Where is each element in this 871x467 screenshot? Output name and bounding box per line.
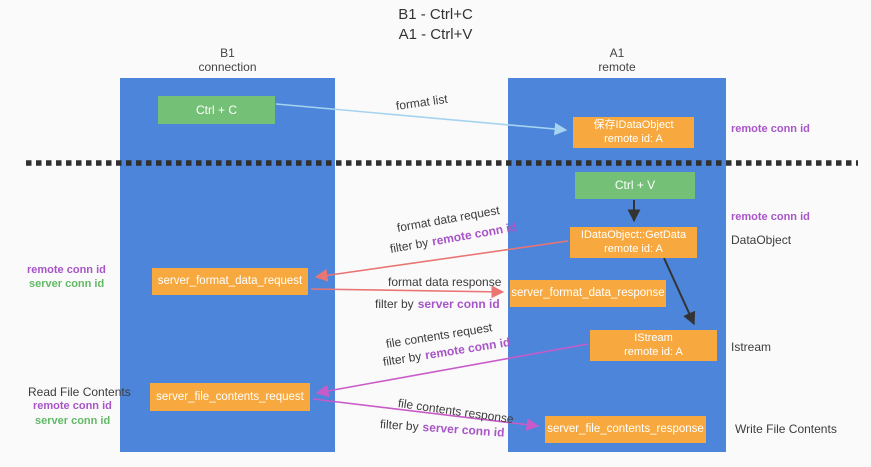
server-format-data-request-label: server_format_data_request <box>157 275 303 288</box>
right-column-header: A1 remote <box>508 46 726 74</box>
istream-remote-id: remote id: A <box>624 345 683 358</box>
server-file-contents-response-label: server_file_contents_response <box>547 423 704 436</box>
left-remote-conn-id-tag-1: remote conn id <box>27 264 106 276</box>
left-column-name: B1 <box>220 46 235 60</box>
format-list-label: format list <box>395 91 449 113</box>
save-idataobject-box: 保存IDataObject remote id: A <box>573 117 694 148</box>
right-column-role: remote <box>598 60 636 74</box>
server-format-data-response-label: server_format_data_response <box>511 287 665 300</box>
title-line-a1: A1 - Ctrl+V <box>398 26 473 43</box>
server-format-data-response-box: server_format_data_response <box>510 280 666 307</box>
getdata-label: IDataObject::GetData <box>580 228 687 241</box>
left-server-conn-id-tag-1: server conn id <box>29 278 105 290</box>
server-format-data-request-box: server_format_data_request <box>152 268 308 295</box>
format-data-response-arrow <box>310 285 505 299</box>
filter-by-text: filter by <box>375 297 414 311</box>
format-data-response-label: format data response <box>388 275 502 289</box>
save-idataobject-remote-id: remote id: A <box>604 132 663 145</box>
filter-by-text: filter by <box>381 349 423 369</box>
ctrl-c-box: Ctrl + C <box>158 96 275 124</box>
filter-by-text: filter by <box>379 417 420 434</box>
left-server-conn-id-tag-2: server conn id <box>35 415 111 427</box>
title-line-b1: B1 - Ctrl+C <box>398 6 473 23</box>
left-remote-conn-id-tag-2: remote conn id <box>33 400 112 412</box>
read-file-contents-annotation: Read File Contents <box>28 385 131 399</box>
getdata-remote-id: remote id: A <box>604 242 663 255</box>
diagram-title: B1 - Ctrl+C A1 - Ctrl+V <box>0 5 871 45</box>
right-column-name: A1 <box>609 46 625 60</box>
write-file-contents-annotation: Write File Contents <box>735 422 837 436</box>
filter-by-text: filter by <box>388 235 430 256</box>
left-column-header: B1 connection <box>120 46 335 74</box>
left-column-role: connection <box>198 60 257 74</box>
istream-annotation: Istream <box>731 340 772 354</box>
ctrl-c-label: Ctrl + C <box>195 102 237 117</box>
ctrl-v-box: Ctrl + V <box>575 172 695 199</box>
right-remote-conn-id-tag-2: remote conn id <box>731 211 810 223</box>
right-remote-conn-id-tag-1: remote conn id <box>731 123 810 135</box>
server-file-contents-request-label: server_file_contents_request <box>156 390 304 403</box>
server-conn-id-text: server conn id <box>417 297 500 311</box>
dataobject-annotation: DataObject <box>731 233 792 247</box>
server-file-contents-response-box: server_file_contents_response <box>545 416 706 443</box>
save-idataobject-label: 保存IDataObject <box>593 118 674 131</box>
istream-label: IStream <box>634 331 673 344</box>
idataobject-getdata-box: IDataObject::GetData remote id: A <box>570 227 697 258</box>
istream-box: IStream remote id: A <box>590 330 717 361</box>
ctrl-v-label: Ctrl + V <box>614 178 656 192</box>
server-file-contents-request-box: server_file_contents_request <box>150 383 310 411</box>
